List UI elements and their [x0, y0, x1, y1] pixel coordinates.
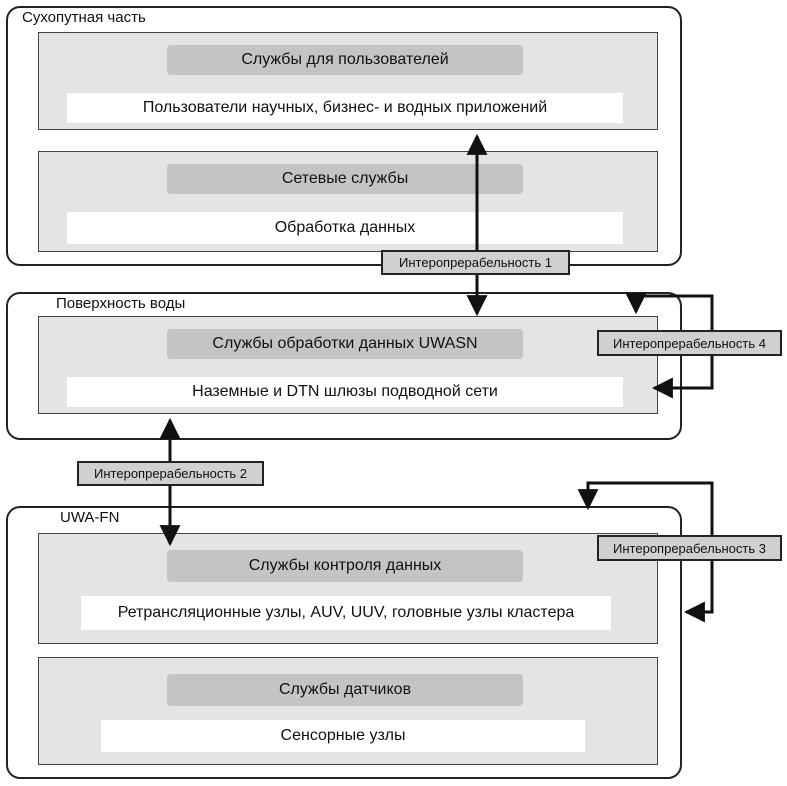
sensor-services-label: Службы датчиков — [167, 674, 523, 706]
user-applications-label: Пользователи научных, бизнес- и водных п… — [67, 93, 623, 123]
uwasn-services-label: Службы обработки данных UWASN — [167, 329, 523, 359]
interop-1-badge: Интеропрерабельность 1 — [381, 250, 570, 275]
interop-4-badge: Интеропрерабельность 4 — [597, 330, 782, 356]
uwasn-services-block: Службы обработки данных UWASN Наземные и… — [38, 316, 658, 414]
network-services-label: Сетевые службы — [167, 164, 523, 194]
data-processing-label: Обработка данных — [67, 212, 623, 244]
interop-3-loop — [577, 481, 714, 623]
gateways-label: Наземные и DTN шлюзы подводной сети — [67, 377, 623, 407]
data-control-label: Службы контроля данных — [167, 550, 523, 582]
surface-section-title: Поверхность воды — [52, 295, 190, 313]
interop-2-badge: Интеропрерабельность 2 — [77, 461, 264, 486]
interop-4-loop — [625, 293, 714, 399]
land-section-title: Сухопутная часть — [18, 9, 150, 27]
user-services-block: Службы для пользователей Пользователи на… — [38, 32, 658, 130]
user-services-label: Службы для пользователей — [167, 45, 523, 75]
data-control-block: Службы контроля данных Ретрансляционные … — [38, 533, 658, 644]
relay-nodes-label: Ретрансляционные узлы, AUV, UUV, головны… — [81, 596, 611, 630]
network-services-block: Сетевые службы Обработка данных — [38, 151, 658, 252]
sensor-services-block: Службы датчиков Сенсорные узлы — [38, 657, 658, 765]
interop-3-badge: Интеропрерабельность 3 — [597, 535, 782, 561]
sensor-nodes-label: Сенсорные узлы — [101, 720, 585, 752]
uwafn-section-title: UWA-FN — [56, 509, 124, 527]
